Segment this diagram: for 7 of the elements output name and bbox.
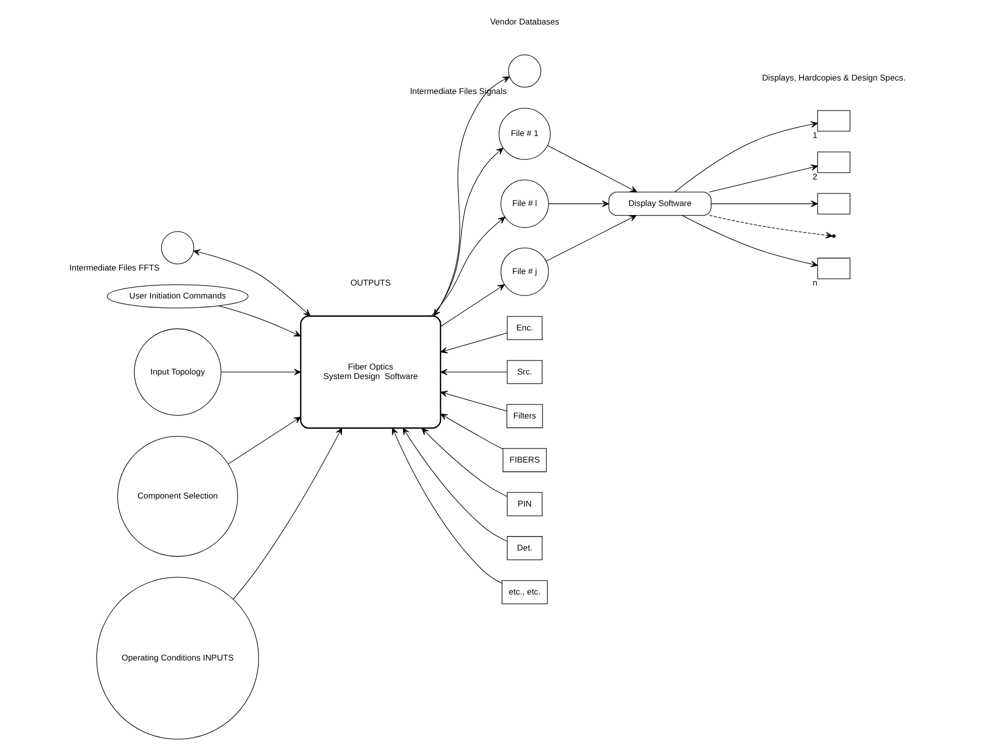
label: Vendor Databases [490, 16, 559, 27]
label: Displays, Hardcopies & Design Specs. [762, 72, 906, 82]
label: OUTPUTS [350, 278, 390, 288]
node-label: n [812, 278, 817, 288]
node-label: 2 [812, 171, 817, 182]
node-label: 1 [812, 130, 817, 140]
node-label: Intermediate Files FFTS [68, 262, 160, 273]
